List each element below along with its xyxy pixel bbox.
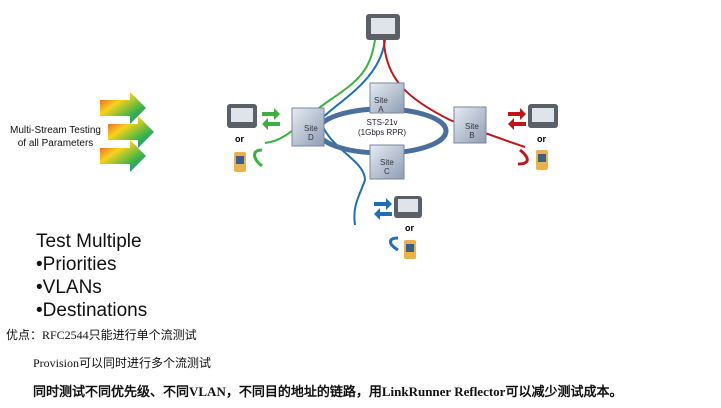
or-label-left: or bbox=[235, 134, 244, 144]
tester-bottom-icon bbox=[394, 196, 422, 218]
multistream-line-2: of all Parameters bbox=[17, 138, 94, 149]
note-summary: 同时测试不同优先级、不同VLAN，不同目的地址的链路，用LinkRunner R… bbox=[33, 384, 623, 399]
test-multiple-list: Test Multiple •Priorities •VLANs •Destin… bbox=[36, 230, 147, 322]
or-label-right: or bbox=[537, 134, 546, 144]
list-item: •VLANs bbox=[36, 277, 102, 298]
green-loop-icon bbox=[253, 148, 263, 168]
site-name: Site bbox=[304, 124, 318, 133]
list-title: Test Multiple bbox=[36, 231, 142, 252]
tester-left-icon bbox=[227, 104, 257, 128]
list-item: •Priorities bbox=[36, 254, 117, 275]
blue-loop-icon bbox=[389, 236, 399, 252]
site-a bbox=[369, 82, 405, 114]
site-letter: B bbox=[469, 131, 475, 140]
multistream-arrows-icon bbox=[100, 92, 154, 172]
reflector-left-icon bbox=[234, 152, 246, 172]
green-bidirectional-arrow-icon bbox=[262, 108, 280, 130]
site-letter: A bbox=[378, 105, 384, 114]
reflector-right-icon bbox=[536, 150, 548, 170]
blue-bidirectional-arrow-icon bbox=[374, 198, 392, 220]
green-link bbox=[264, 39, 376, 144]
tester-top-icon bbox=[366, 14, 400, 40]
site-name: Site bbox=[380, 158, 394, 167]
tester-right-icon bbox=[528, 104, 558, 128]
ring-label-line-2: (1Gbps RPR) bbox=[357, 128, 406, 137]
reflector-bottom-icon bbox=[404, 240, 416, 259]
site-b bbox=[453, 106, 487, 144]
ring-label-line-1: STS-21v bbox=[366, 118, 398, 127]
site-name: Site bbox=[465, 122, 479, 131]
multistream-line-1: Multi-Stream Testing bbox=[10, 125, 101, 136]
ring-label: STS-21v (1Gbps RPR) bbox=[357, 118, 407, 138]
list-item: •Destinations bbox=[36, 300, 148, 321]
multistream-label: Multi-Stream Testing of all Parameters bbox=[8, 124, 103, 150]
note-provision: Provision可以同时进行多个流测试 bbox=[33, 356, 212, 370]
site-d bbox=[291, 107, 325, 147]
site-name: Site bbox=[374, 96, 388, 105]
site-c bbox=[369, 144, 405, 180]
site-letter: D bbox=[308, 133, 314, 142]
note-advantage: 优点：RFC2544只能进行单个流测试 bbox=[6, 328, 197, 342]
red-bidirectional-arrow-icon bbox=[508, 108, 526, 130]
red-loop-icon bbox=[517, 148, 529, 166]
site-letter: C bbox=[384, 167, 390, 176]
network-diagram bbox=[100, 14, 558, 259]
red-link bbox=[383, 39, 526, 148]
or-label-bottom: or bbox=[405, 223, 414, 233]
